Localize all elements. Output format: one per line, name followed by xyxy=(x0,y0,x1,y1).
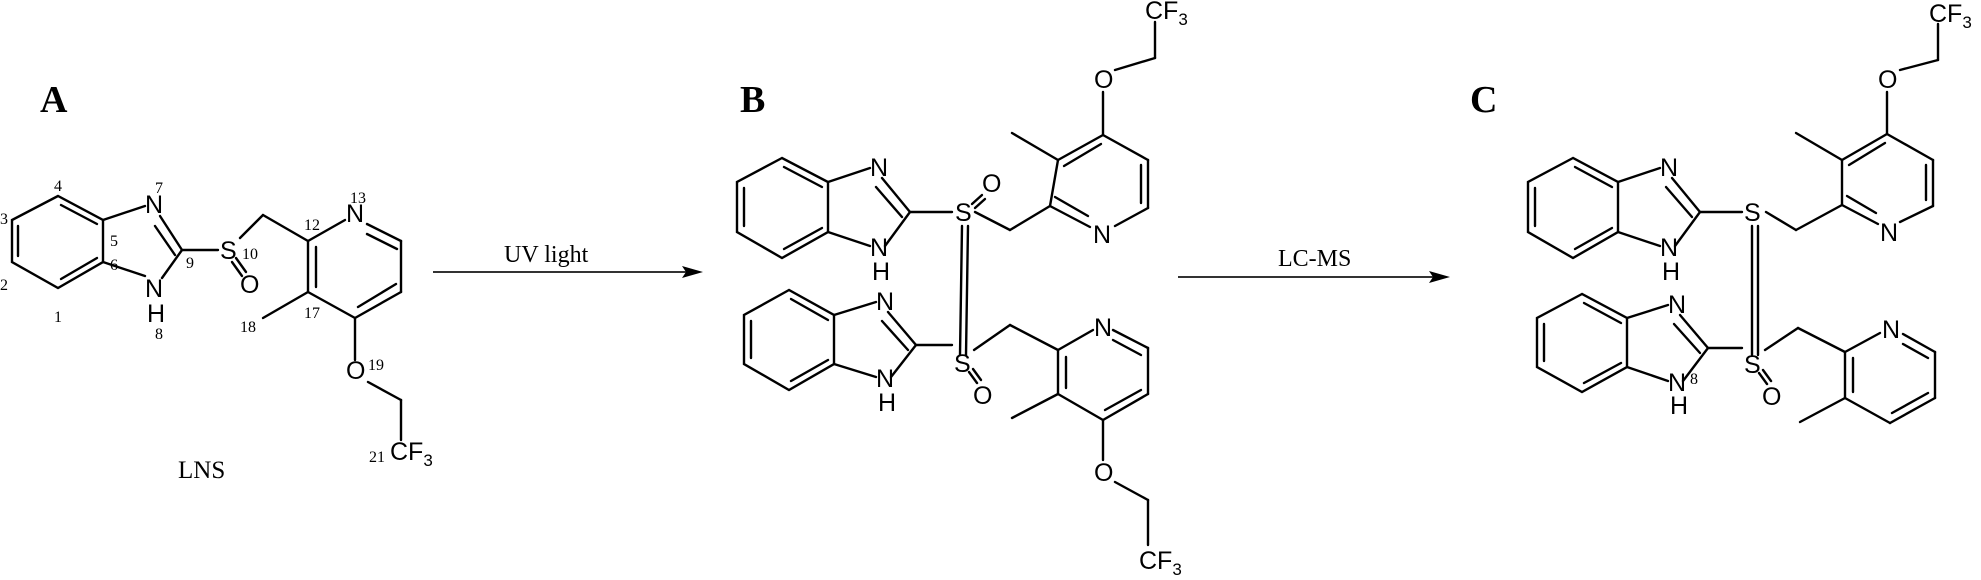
product-c-top-benzimidazole xyxy=(1526,156,1744,260)
atom-cf3-c-top: CF3 xyxy=(1929,0,1972,32)
atom-o-b-top: O xyxy=(982,170,1001,198)
atom-h-b-bottom: H xyxy=(878,389,896,417)
svg-text:17: 17 xyxy=(304,305,320,322)
atom-npy-b-bottom: N xyxy=(1094,314,1112,342)
atom-s-c-top: S xyxy=(1744,199,1761,227)
atom-h8: H xyxy=(147,300,165,328)
atom-cf3: CF3 xyxy=(390,438,433,470)
svg-text:8: 8 xyxy=(155,326,163,343)
svg-text:7: 7 xyxy=(155,180,163,197)
atom-n-b-top: N xyxy=(870,154,888,182)
atom-o-ether-b-bottom: O xyxy=(1094,459,1113,487)
dimer-b-bottom-benzimidazole xyxy=(742,288,954,392)
panel-a: A xyxy=(0,79,433,484)
product-c-bottom-benzimidazole xyxy=(1535,292,1744,394)
atom-number-c-8: 8 xyxy=(1690,371,1698,388)
dimer-b-top-pyridine xyxy=(973,20,1157,232)
atom-o19: O xyxy=(346,357,365,385)
panel-b: B N N H S O xyxy=(735,0,1188,579)
svg-text:18: 18 xyxy=(240,319,256,336)
atom-s-c-bottom: S xyxy=(1744,351,1761,379)
atom-s-b-top: S xyxy=(955,199,972,227)
atom-npy-c-bottom: N xyxy=(1882,316,1900,344)
lns-structure xyxy=(10,194,403,442)
atom-n7: N xyxy=(145,191,163,219)
atom-s10: S xyxy=(220,237,237,265)
atom-n-c-bottom: N xyxy=(1668,291,1686,319)
svg-text:1: 1 xyxy=(54,309,62,326)
arrow-label-lc-ms: LC-MS xyxy=(1278,246,1351,272)
panel-label-a: A xyxy=(40,79,68,121)
atom-nh-b-bottom: N xyxy=(876,365,894,393)
atom-o-c-bottom: O xyxy=(1762,383,1781,411)
atom-o-ether-c-top: O xyxy=(1878,66,1897,94)
compound-name-lns: LNS xyxy=(178,457,225,484)
panel-c: C N N H S xyxy=(1470,0,1972,425)
svg-text:4: 4 xyxy=(54,178,62,195)
reaction-arrow-uv: UV light xyxy=(433,242,703,278)
svg-text:9: 9 xyxy=(186,255,194,272)
atom-o-ether-b-top: O xyxy=(1094,66,1113,94)
panel-label-c: C xyxy=(1470,79,1497,121)
atom-n-c-top: N xyxy=(1660,154,1678,182)
atom-n13: N xyxy=(346,200,364,228)
svg-text:21: 21 xyxy=(369,449,385,466)
atom-cf3-b-top: CF3 xyxy=(1145,0,1188,29)
product-c-top-pyridine xyxy=(1764,22,1940,232)
atom-h-c-bottom: H xyxy=(1670,392,1688,420)
svg-text:10: 10 xyxy=(242,246,258,263)
atom-n8: N xyxy=(145,275,163,303)
svg-text:3: 3 xyxy=(0,211,8,228)
atom-o-sulfinyl: O xyxy=(240,271,259,299)
svg-text:12: 12 xyxy=(304,217,320,234)
dimer-b-top-benzimidazole xyxy=(735,156,954,260)
dimer-b-bottom-pyridine xyxy=(972,323,1150,547)
atom-nh-c-bottom: N xyxy=(1668,369,1686,397)
svg-text:5: 5 xyxy=(110,233,118,250)
atom-nh-b-top: N xyxy=(870,234,888,262)
svg-text:6: 6 xyxy=(110,257,118,274)
atom-cf3-b-bottom: CF3 xyxy=(1139,547,1182,579)
svg-text:2: 2 xyxy=(0,277,8,294)
atom-npy-b-top: N xyxy=(1093,221,1111,249)
atom-h-c-top: H xyxy=(1662,258,1680,286)
atom-n-b-bottom: N xyxy=(876,288,894,316)
arrow-label-uv-light: UV light xyxy=(504,242,589,268)
atom-numbering-a: 4 3 2 1 5 6 7 8 9 10 12 13 17 18 19 21 xyxy=(0,178,385,466)
atom-h-b-top: H xyxy=(872,258,890,286)
product-c-bottom-pyridine xyxy=(1763,326,1937,425)
panel-label-b: B xyxy=(740,79,765,121)
atom-o-b-bottom: O xyxy=(973,382,992,410)
atom-s-b-bottom: S xyxy=(954,350,971,378)
svg-text:19: 19 xyxy=(368,357,384,374)
reaction-arrow-lcms: LC-MS xyxy=(1178,246,1450,283)
atom-nh-c-top: N xyxy=(1660,234,1678,262)
svg-text:13: 13 xyxy=(350,190,366,207)
atom-npy-c-top: N xyxy=(1880,219,1898,247)
